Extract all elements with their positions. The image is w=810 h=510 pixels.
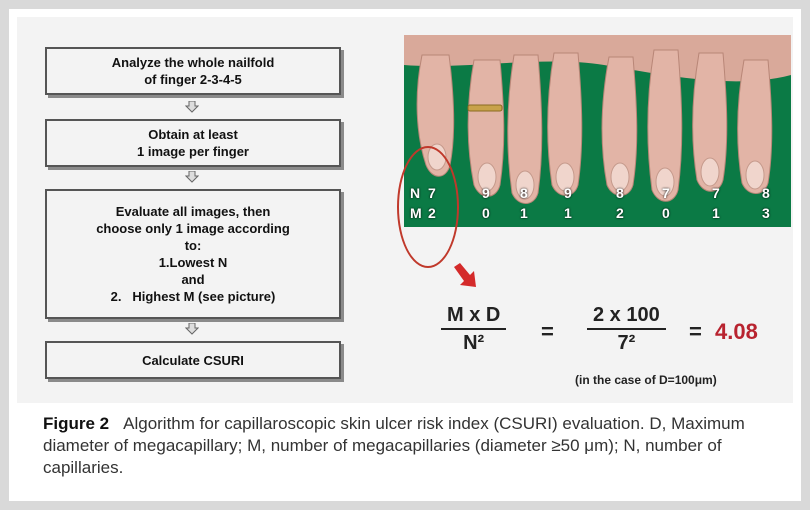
n-value: 9 — [564, 185, 572, 201]
csuri-result: 4.08 — [715, 319, 758, 345]
down-arrow-icon — [185, 101, 199, 113]
m-value: 2 — [616, 205, 624, 221]
flow-step-1-line-2: of finger 2-3-4-5 — [144, 71, 242, 88]
caption-text: Algorithm for capillaroscopic skin ulcer… — [43, 414, 745, 477]
flow-step-3-line-2: choose only 1 image according — [96, 220, 290, 237]
fraction-bar — [587, 328, 666, 330]
fingers-illustration — [404, 35, 791, 227]
down-arrow-icon — [185, 171, 199, 183]
equals-sign: = — [689, 319, 702, 345]
n-value: 9 — [482, 185, 490, 201]
flow-step-3-line-6: 2. Highest M (see picture) — [111, 288, 276, 305]
fraction-bar — [441, 328, 506, 330]
flow-step-3-line-3: to: — [185, 237, 202, 254]
n-value: 8 — [520, 185, 528, 201]
formula-middle-denominator: 7² — [587, 331, 666, 355]
fingers-photo: N M 7 9 8 9 8 7 7 8 2 0 1 1 2 0 1 3 — [404, 35, 791, 227]
n-value: 8 — [762, 185, 770, 201]
figure-caption: Figure 2Algorithm for capillaroscopic sk… — [43, 413, 783, 479]
formula-left-fraction: M x D N² — [441, 303, 506, 355]
flow-step-2: Obtain at least 1 image per finger — [45, 119, 341, 167]
formula-middle-numerator: 2 x 100 — [587, 303, 666, 327]
figure-label: Figure 2 — [43, 414, 109, 433]
m-value: 0 — [482, 205, 490, 221]
n-value: 7 — [662, 185, 670, 201]
down-arrow-icon — [185, 323, 199, 335]
m-value: 1 — [564, 205, 572, 221]
highlight-ellipse — [397, 146, 459, 268]
flow-step-4: Calculate CSURI — [45, 341, 341, 379]
flow-step-3-line-1: Evaluate all images, then — [116, 203, 271, 220]
m-value: 3 — [762, 205, 770, 221]
n-value: 8 — [616, 185, 624, 201]
m-value: 1 — [520, 205, 528, 221]
flow-step-2-line-2: 1 image per finger — [137, 143, 249, 160]
equals-sign: = — [541, 319, 554, 345]
flow-step-3-line-5: and — [181, 271, 204, 288]
m-value: 1 — [712, 205, 720, 221]
flow-step-3: Evaluate all images, then choose only 1 … — [45, 189, 341, 319]
n-value: 7 — [712, 185, 720, 201]
formula-middle-fraction: 2 x 100 7² — [587, 303, 666, 355]
formula-note: (in the case of D=100μm) — [575, 373, 717, 387]
page: Analyze the whole nailfold of finger 2-3… — [9, 9, 801, 501]
red-arrow-icon — [452, 263, 478, 289]
formula-left-denominator: N² — [441, 331, 506, 355]
flow-step-1: Analyze the whole nailfold of finger 2-3… — [45, 47, 341, 95]
flow-step-4-line-1: Calculate CSURI — [142, 352, 244, 369]
m-value: 0 — [662, 205, 670, 221]
flow-step-3-line-4: 1.Lowest N — [159, 254, 228, 271]
formula-left-numerator: M x D — [441, 303, 506, 327]
flow-step-1-line-1: Analyze the whole nailfold — [112, 54, 275, 71]
flow-step-2-line-1: Obtain at least — [148, 126, 238, 143]
